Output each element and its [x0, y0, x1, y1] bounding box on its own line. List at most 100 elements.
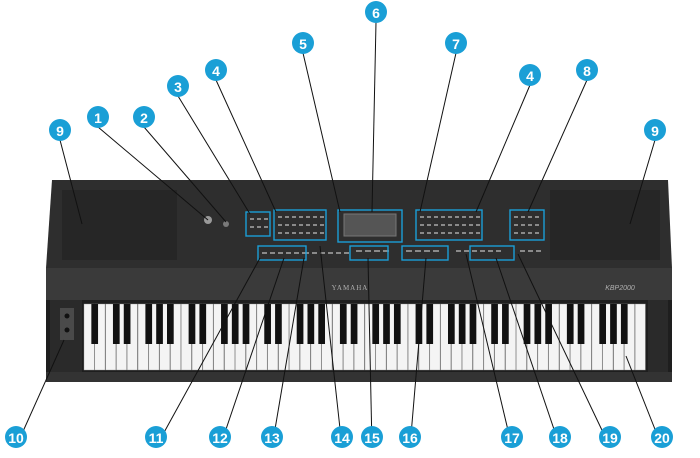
callout-number: 3: [174, 79, 182, 95]
callout-badge: 9: [644, 119, 666, 141]
panel-button: [257, 226, 261, 228]
panel-button: [535, 232, 539, 234]
callout-number: 6: [372, 5, 380, 21]
panel-button: [434, 232, 438, 234]
black-key: [567, 304, 574, 344]
panel-button: [441, 224, 445, 226]
callout-number: 10: [8, 430, 24, 446]
panel-button: [521, 224, 525, 226]
callout-number: 5: [299, 36, 307, 52]
panel-button: [455, 224, 459, 226]
black-key: [491, 304, 498, 344]
headphone-jack-icon: [65, 328, 70, 333]
panel-button: [264, 226, 268, 228]
black-key: [232, 304, 239, 344]
panel-button: [320, 232, 324, 234]
headphone-jack-panel: [60, 308, 74, 340]
panel-button: [313, 224, 317, 226]
panel-button: [480, 250, 485, 252]
panel-button: [420, 216, 424, 218]
callout-badge: 2: [133, 106, 155, 128]
panel-button: [448, 232, 452, 234]
panel-button: [536, 250, 541, 252]
callout-number: 14: [334, 430, 350, 446]
panel-button: [320, 216, 324, 218]
black-key: [351, 304, 358, 344]
callout-badge: 4: [205, 59, 227, 81]
black-key: [156, 304, 163, 344]
panel-button: [521, 216, 525, 218]
black-key: [394, 304, 401, 344]
black-key: [448, 304, 455, 344]
black-key: [502, 304, 509, 344]
callout-badge: 9: [49, 119, 71, 141]
panel-button: [420, 232, 424, 234]
panel-button: [469, 232, 473, 234]
panel-button: [257, 218, 261, 220]
panel-button: [455, 232, 459, 234]
callout-number: 2: [140, 110, 148, 126]
callout-badge: 12: [209, 426, 231, 448]
panel-button: [292, 216, 296, 218]
callout-badge: 15: [361, 426, 383, 448]
callout-number: 1: [94, 110, 102, 126]
panel-button: [433, 250, 439, 252]
panel-button: [472, 250, 477, 252]
panel-button: [313, 232, 317, 234]
panel-button: [312, 252, 317, 254]
black-key: [524, 304, 531, 344]
panel-button: [270, 252, 275, 254]
panel-button: [336, 252, 341, 254]
panel-button: [462, 224, 466, 226]
panel-button: [374, 250, 380, 252]
panel-button: [514, 224, 518, 226]
black-key: [113, 304, 120, 344]
callout-badge: 19: [599, 426, 621, 448]
callout-badge: 20: [651, 426, 673, 448]
panel-button: [448, 216, 452, 218]
panel-button: [469, 224, 473, 226]
model-logo: KBP2000: [605, 285, 635, 292]
panel-button: [344, 252, 349, 254]
right-cheek: [648, 300, 668, 378]
black-key: [426, 304, 433, 344]
panel-button: [441, 216, 445, 218]
callout-badge: 17: [501, 426, 523, 448]
callout-number: 8: [583, 63, 591, 79]
panel-button: [535, 224, 539, 226]
panel-button: [313, 216, 317, 218]
callout-number: 18: [552, 430, 568, 446]
panel-button: [250, 226, 254, 228]
panel-button: [427, 232, 431, 234]
black-key: [297, 304, 304, 344]
panel-button: [441, 232, 445, 234]
panel-button: [521, 232, 525, 234]
panel-button: [415, 250, 421, 252]
panel-button: [292, 224, 296, 226]
callout-badge: 3: [167, 75, 189, 97]
callout-number: 4: [212, 63, 220, 79]
panel-button: [294, 252, 299, 254]
panel-button: [286, 252, 291, 254]
callout-number: 13: [264, 430, 280, 446]
panel-button: [278, 232, 282, 234]
callout-number: 9: [651, 123, 659, 139]
callout-number: 12: [212, 430, 228, 446]
black-key: [275, 304, 282, 344]
panel-button: [496, 250, 501, 252]
black-key: [372, 304, 379, 344]
panel-button: [427, 224, 431, 226]
headphone-jack-icon: [65, 314, 70, 319]
callout-badge: 7: [445, 32, 467, 54]
callout-number: 15: [364, 430, 380, 446]
black-key: [221, 304, 228, 344]
black-key: [340, 304, 347, 344]
panel-button: [278, 216, 282, 218]
left-speaker-grille: [62, 190, 177, 260]
panel-button: [462, 216, 466, 218]
callout-badge: 4: [519, 64, 541, 86]
black-key: [610, 304, 617, 344]
callout-badge: 1: [87, 106, 109, 128]
panel-button: [285, 224, 289, 226]
